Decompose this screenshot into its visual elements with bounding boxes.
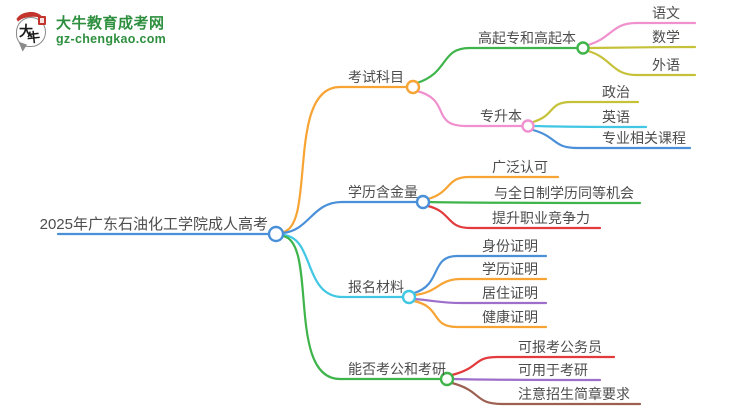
junction-civil-postgrad[interactable]: [439, 371, 455, 387]
junction-application-materials[interactable]: [401, 289, 417, 305]
label-postgrad-use[interactable]: 可用于考研: [518, 362, 588, 378]
connector-health-proof: [412, 299, 548, 329]
label-health-proof[interactable]: 健康证明: [482, 309, 538, 325]
label-application-materials[interactable]: 报名材料: [348, 279, 404, 295]
logo-text: 大牛教育成考网 gz-chengkao.com: [56, 15, 166, 47]
connector-chinese: [586, 21, 697, 47]
connector-widely-recognized: [426, 175, 560, 201]
label-exam-subjects[interactable]: 考试科目: [348, 69, 404, 85]
label-root[interactable]: 2025年广东石油化工学院成人高考: [40, 215, 268, 233]
label-major-courses[interactable]: 专业相关课程: [602, 130, 686, 146]
connector-english: [532, 124, 648, 129]
connector-math: [587, 45, 697, 50]
connector-application-materials: [281, 233, 405, 299]
site-logo[interactable]: 大 牛 大牛教育成考网 gz-chengkao.com: [13, 10, 166, 53]
label-chinese[interactable]: 语文: [652, 5, 680, 21]
junction-exam-subjects[interactable]: [405, 79, 421, 95]
connector-postgrad-use: [451, 377, 602, 382]
connector-politics: [531, 100, 640, 124]
label-foreign-language[interactable]: 外语: [652, 57, 680, 73]
label-widely-recognized[interactable]: 广泛认可: [492, 159, 548, 175]
label-identity-proof[interactable]: 身份证明: [482, 238, 538, 254]
connector-education-proof: [412, 277, 548, 297]
junction-zhuanshengben[interactable]: [521, 119, 535, 133]
junction-gaoqi[interactable]: [576, 41, 590, 55]
connector-admission-requirements: [450, 381, 642, 406]
connector-zhuanshengben: [415, 89, 524, 128]
label-english[interactable]: 英语: [602, 109, 630, 125]
label-career-competitiveness[interactable]: 提升职业竞争力: [492, 210, 590, 226]
label-civil-servant[interactable]: 可报考公务员: [518, 339, 602, 355]
logo-char-1: 大: [19, 25, 33, 40]
junction-degree-value[interactable]: [415, 194, 431, 210]
label-residence-proof[interactable]: 居住证明: [482, 285, 538, 301]
connector-degree-value: [281, 200, 419, 235]
connector-civil-servant: [450, 355, 616, 377]
connector-equal-opportunity: [427, 200, 642, 205]
connector-civil-postgrad: [281, 234, 443, 381]
label-gaoqi[interactable]: 高起专和高起本: [478, 30, 576, 46]
label-education-proof[interactable]: 学历证明: [482, 261, 538, 277]
connector-exam-subjects: [281, 85, 409, 234]
connector-career-competitiveness: [426, 204, 602, 230]
label-civil-postgrad[interactable]: 能否考公和考研: [348, 361, 446, 377]
logo-url: gz-chengkao.com: [56, 32, 167, 46]
logo-red-seal: [38, 16, 46, 25]
connector-gaoqi: [415, 46, 579, 85]
logo-title: 大牛教育成考网: [56, 15, 165, 32]
connector-residence-proof: [412, 297, 548, 305]
logo-bubble-icon: 大 牛: [13, 10, 48, 53]
label-admission-requirements[interactable]: 注意招生简章要求: [518, 386, 630, 402]
label-politics[interactable]: 政治: [602, 84, 630, 100]
connector-major-courses: [531, 128, 692, 150]
label-math[interactable]: 数学: [652, 29, 680, 45]
junction-root[interactable]: [267, 225, 285, 243]
label-zhuanshengben[interactable]: 专升本: [480, 108, 522, 124]
label-degree-value[interactable]: 学历含金量: [348, 184, 418, 200]
label-equal-opportunity[interactable]: 与全日制学历同等机会: [494, 185, 634, 201]
connector-foreign-language: [586, 49, 697, 77]
connector-identity-proof: [412, 254, 548, 295]
